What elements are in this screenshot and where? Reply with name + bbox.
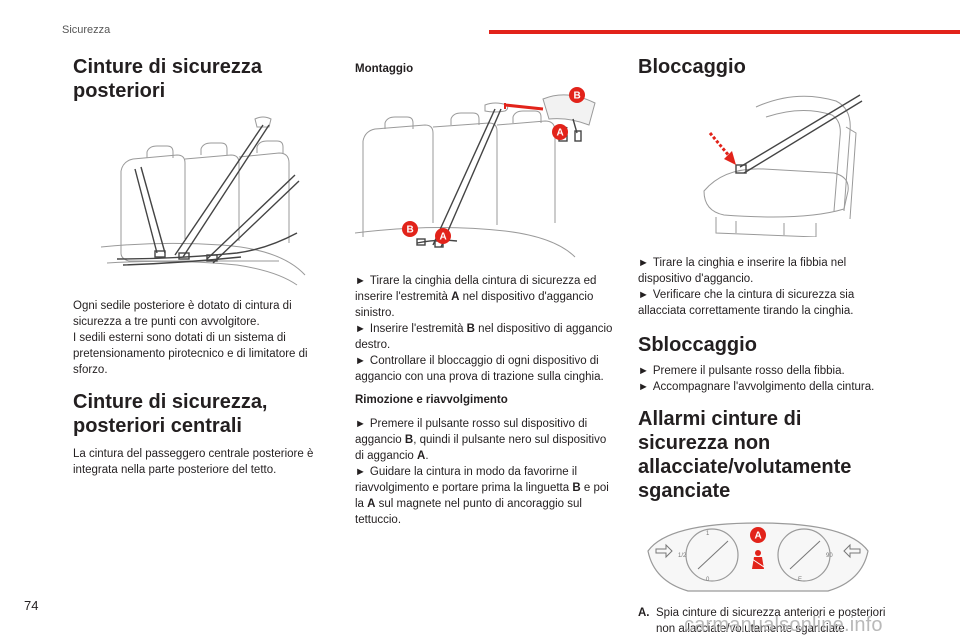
gauge-left-label-top: 1 — [706, 531, 710, 537]
subtitle-removal-rewind: Rimozione e riavvolgimento — [355, 394, 508, 406]
label-b-detail: B — [574, 91, 581, 102]
column-rear-belts: Cinture di sicurezza posteriori — [73, 55, 328, 478]
arrow-icon: ► — [638, 289, 649, 301]
removal-step-1: ►Premere il pulsante rosso sul dispositi… — [355, 418, 607, 462]
arrow-icon: ► — [355, 355, 366, 367]
removal-step-2: ►Guidare la cintura in modo da favorirne… — [355, 466, 609, 526]
arrow-icon: ► — [355, 275, 366, 287]
rear-center-belts-paragraph: La cintura del passeggero centrale poste… — [73, 448, 314, 476]
illustration-instrument-cluster: 1 1/2 0 90 E A — [642, 517, 898, 595]
removal-steps: ►Premere il pulsante rosso sul dispositi… — [355, 416, 617, 528]
page-number: 74 — [24, 598, 39, 613]
watermark: carmanualsonline.info — [684, 614, 883, 636]
illustration-center-belt-mounting: B A B A — [355, 83, 617, 261]
mounting-step-1: ►Tirare la cinghia della cintura di sicu… — [355, 275, 597, 319]
gauge-left-label-mid: 1/2 — [678, 553, 687, 559]
header-accent-bar — [489, 30, 960, 34]
illustration-rear-bench-belts — [87, 113, 328, 288]
label-b-seat: B — [407, 225, 414, 236]
section-title-alarms: Allarmi cinture di sicurezza non allacci… — [638, 408, 852, 502]
mounting-step-3: ►Controllare il bloccaggio di ogni dispo… — [355, 355, 604, 383]
rear-belts-paragraph-2: I sedili esterni sono dotati di un siste… — [73, 332, 308, 376]
seatbelt-warning-icon — [751, 550, 765, 569]
arrow-icon: ► — [638, 257, 649, 269]
unlocking-step-1: ►Premere il pulsante rosso della fibbia. — [638, 365, 845, 377]
arrow-icon: ► — [638, 365, 649, 377]
column-locking: Bloccaggio — [638, 55, 898, 637]
rear-belts-paragraph-1: Ogni sedile posteriore è dotato di cintu… — [73, 300, 292, 328]
gauge-left-label-bot: 0 — [706, 577, 710, 583]
locking-step-1: ►Tirare la cinghia e inserire la fibbia … — [638, 257, 847, 285]
arrow-icon: ► — [355, 418, 366, 430]
illustration-buckle-locking — [696, 87, 898, 237]
gauge-right-label-bot: E — [798, 577, 802, 583]
header-section-label: Sicurezza — [62, 24, 111, 36]
column-mounting: Montaggio — [355, 62, 617, 528]
gauge-right-label-mid: 90 — [826, 553, 833, 559]
legend-key: A. — [638, 607, 650, 619]
unlocking-step-2: ►Accompagnare l'avvolgimento della cintu… — [638, 381, 875, 393]
locking-steps: ►Tirare la cinghia e inserire la fibbia … — [638, 255, 898, 319]
subtitle-mounting: Montaggio — [355, 63, 414, 75]
arrow-icon: ► — [355, 323, 366, 335]
mounting-step-2: ►Inserire l'estremità B nel dispositivo … — [355, 323, 613, 351]
section-title-rear-belts: Cinture di sicurezza posteriori — [73, 56, 262, 102]
section-title-rear-center-belts: Cinture di sicurezza, posteriori central… — [73, 391, 268, 437]
label-a-warning: A — [755, 531, 762, 542]
section-title-unlocking: Sbloccaggio — [638, 334, 757, 356]
legend-text: Spia cinture di sicurezza anteriori e po… — [656, 607, 886, 635]
section-title-locking: Bloccaggio — [638, 56, 746, 78]
legend-item-a: A. Spia cinture di sicurezza anteriori e… — [638, 605, 898, 637]
arrow-icon: ► — [638, 381, 649, 393]
locking-step-2: ►Verificare che la cintura di sicurezza … — [638, 289, 855, 317]
label-a-detail: A — [557, 128, 564, 139]
mounting-steps: ►Tirare la cinghia della cintura di sicu… — [355, 273, 617, 385]
unlocking-steps: ►Premere il pulsante rosso della fibbia.… — [638, 363, 898, 395]
arrow-icon: ► — [355, 466, 366, 478]
label-a-seat: A — [440, 232, 447, 243]
